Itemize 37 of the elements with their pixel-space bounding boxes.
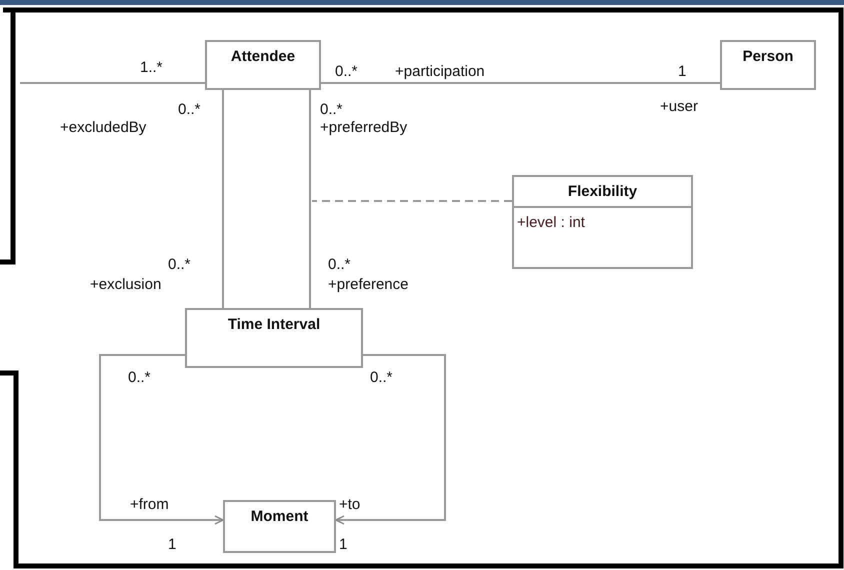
class-box [512, 175, 693, 269]
role-label: +excludedBy [60, 120, 146, 135]
role-label: 0..* [128, 370, 151, 385]
role-label: 1 [168, 537, 176, 552]
association-line [99, 354, 224, 525]
association-line [309, 90, 311, 308]
class-box [185, 308, 363, 368]
association-line [222, 90, 224, 308]
role-label: 0..* [328, 257, 351, 272]
class-attribute: +level : int [514, 206, 691, 267]
class-box [223, 500, 336, 553]
class-box [205, 40, 321, 90]
role-label: 1 [678, 64, 686, 79]
role-label: +user [660, 99, 698, 114]
role-label: +from [130, 497, 169, 512]
role-label: +preference [328, 277, 408, 292]
class-name: Person [742, 47, 794, 67]
role-label: 0..* [178, 102, 201, 117]
class-name: Flexibility [566, 182, 638, 202]
association-line [20, 82, 205, 84]
class-name: Time Interval [226, 315, 322, 335]
role-label: +preferredBy [320, 120, 408, 135]
dashed-connector [312, 200, 512, 202]
association-line [335, 354, 446, 525]
role-label: 0..* [370, 370, 393, 385]
role-label: 1..* [140, 60, 163, 75]
role-label: +to [339, 497, 360, 512]
role-label: 0..* [168, 257, 191, 272]
role-label: 0..* [320, 102, 343, 117]
class-name: Attendee [230, 47, 296, 67]
role-label: +participation [395, 64, 485, 79]
association-line [321, 82, 720, 84]
class-name: Moment [250, 507, 310, 527]
role-label: +exclusion [90, 277, 162, 292]
role-label: 0..* [335, 64, 358, 79]
class-box [720, 40, 816, 90]
role-label: 1 [339, 537, 348, 552]
